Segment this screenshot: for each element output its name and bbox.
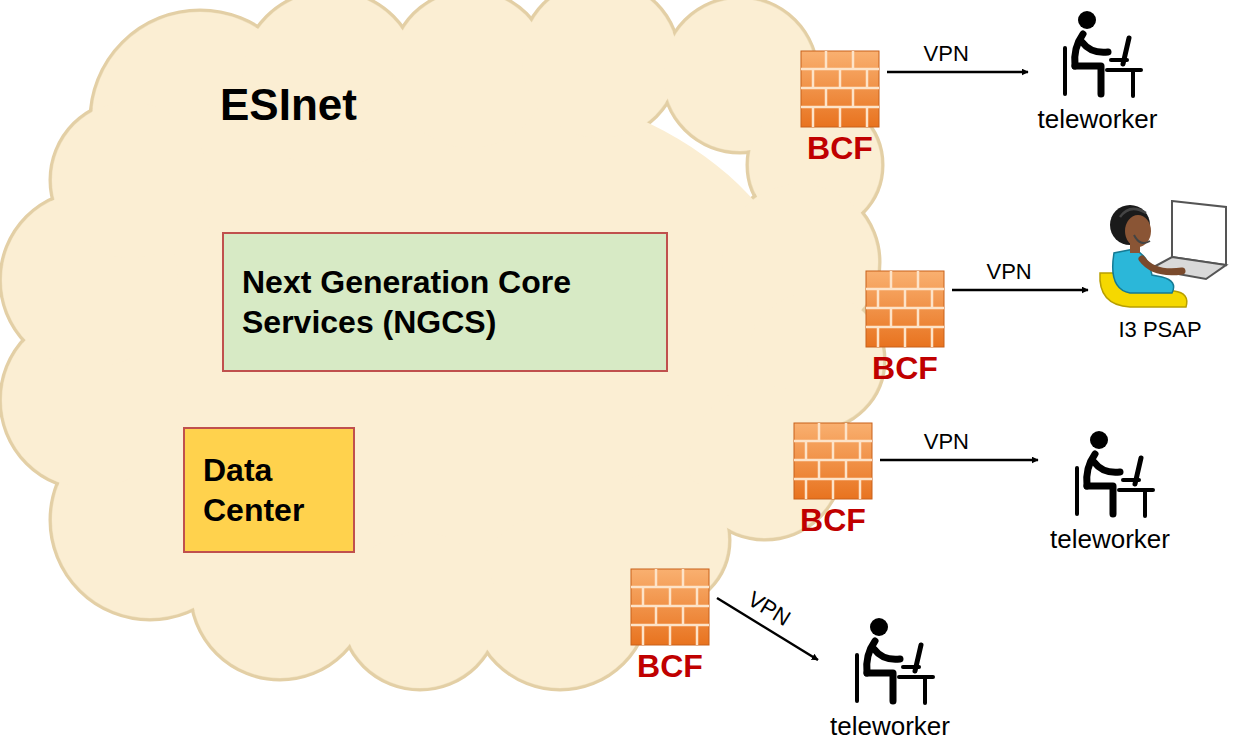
teleworker-node: teleworker xyxy=(1040,428,1180,555)
edge-label: VPN xyxy=(922,41,971,67)
node-label: ESInet xyxy=(220,80,357,130)
psap-operator-icon xyxy=(1090,195,1230,313)
teleworker-node: teleworker xyxy=(820,615,960,742)
psap-node: I3 PSAP xyxy=(1090,195,1230,343)
node-label: I3 PSAP xyxy=(1118,317,1201,343)
teleworker-icon xyxy=(1053,8,1143,100)
edge-label: VPN xyxy=(741,585,797,633)
node-label: BCF xyxy=(637,648,703,685)
teleworker-icon xyxy=(845,615,935,707)
edge-label: VPN xyxy=(922,429,971,455)
firewall-icon xyxy=(630,568,710,646)
node-label: teleworker xyxy=(1050,524,1170,555)
node-label: teleworker xyxy=(830,711,950,742)
node-label: BCF xyxy=(807,130,873,167)
firewall-icon xyxy=(793,422,873,500)
firewall-icon xyxy=(865,270,945,348)
vpn-arrow xyxy=(952,289,1088,292)
datacenter-box: Data Center xyxy=(183,427,355,553)
node-label: Data Center xyxy=(203,450,335,530)
node-label: BCF xyxy=(872,350,938,387)
firewall-node: BCF xyxy=(788,422,878,539)
node-label: Next Generation Core Services (NGCS) xyxy=(242,262,648,342)
firewall-icon xyxy=(800,50,880,128)
vpn-arrow xyxy=(887,71,1028,74)
firewall-node: BCF xyxy=(625,568,715,685)
node-label: teleworker xyxy=(1038,104,1158,135)
teleworker-icon xyxy=(1065,428,1155,520)
service-box: Next Generation Core Services (NGCS) xyxy=(222,232,668,372)
firewall-node: BCF xyxy=(860,270,950,387)
vpn-arrow xyxy=(880,459,1038,462)
teleworker-node: teleworker xyxy=(1030,8,1165,135)
edge-label: VPN xyxy=(984,259,1033,285)
node-label: BCF xyxy=(800,502,866,539)
firewall-node: BCF xyxy=(795,50,885,167)
